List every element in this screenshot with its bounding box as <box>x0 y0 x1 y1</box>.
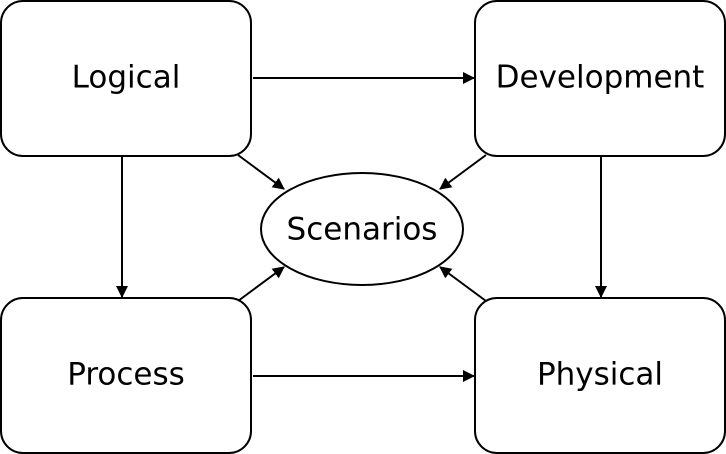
edge-logical-to-scenarios <box>237 154 285 190</box>
node-process: Process <box>0 297 252 454</box>
edge-process-to-scenarios <box>237 266 285 302</box>
node-physical: Physical <box>474 297 726 454</box>
node-process-label: Process <box>67 357 185 393</box>
edge-physical-to-scenarios <box>439 266 487 302</box>
node-physical-label: Physical <box>537 357 663 393</box>
node-development-label: Development <box>496 60 705 96</box>
node-development: Development <box>474 0 726 157</box>
node-scenarios-label: Scenarios <box>287 212 438 248</box>
node-logical: Logical <box>0 0 252 157</box>
node-logical-label: Logical <box>72 60 181 96</box>
node-scenarios: Scenarios <box>260 172 464 286</box>
edge-development-to-scenarios <box>439 154 487 190</box>
